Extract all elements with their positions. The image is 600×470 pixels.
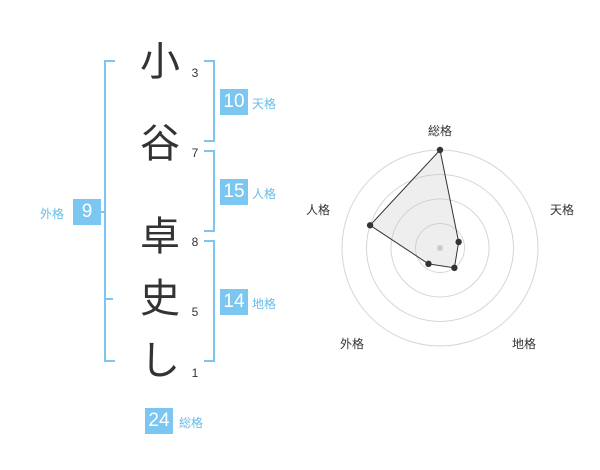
radar-ring-3	[366, 174, 514, 322]
stroke-count-2: 7	[191, 146, 199, 160]
stroke-count-1: 3	[191, 66, 199, 80]
radar-point-1	[436, 146, 444, 154]
gaikaku-bracket	[104, 60, 115, 362]
radar-point-5	[366, 222, 374, 229]
chikaku-label: 地格	[252, 297, 277, 311]
radar-series-polygon	[369, 148, 460, 269]
name-char-5: し	[140, 338, 180, 384]
name-char-2: 谷	[140, 121, 180, 167]
radar-axis-label-jinkaku: 人格	[306, 203, 331, 217]
radar-axis-label-soukaku: 総格	[428, 124, 453, 138]
chikaku-bracket	[204, 240, 215, 362]
gaikaku-label: 外格	[40, 207, 65, 221]
radar-axis-label-gaikaku: 外格	[340, 337, 365, 351]
radar-axis-label-tenkaku: 天格	[550, 203, 575, 217]
stroke-count-4: 5	[191, 305, 199, 319]
radar-point-4	[425, 260, 432, 268]
radar-point-3	[451, 264, 458, 272]
chikaku-badge: 14	[220, 289, 248, 315]
jinkaku-badge: 15	[220, 179, 248, 205]
jinkaku-bracket	[204, 150, 215, 232]
name-char-3: 卓	[140, 214, 180, 260]
tenkaku-label: 天格	[252, 97, 277, 111]
tenkaku-bracket	[204, 60, 215, 142]
radar-chart	[341, 146, 539, 347]
radar-ring-1	[415, 223, 465, 273]
soukaku-label: 総格	[179, 416, 204, 430]
gaikaku-badge: 9	[73, 199, 101, 225]
gaikaku-bracket-mid	[104, 298, 113, 300]
radar-ring-2	[390, 198, 490, 298]
name-char-4: 史	[140, 276, 180, 322]
radar-axis-label-chikaku: 地格	[512, 337, 537, 351]
gaikaku-connector	[101, 211, 105, 213]
name-char-1: 小	[140, 39, 180, 85]
stroke-count-5: 1	[191, 366, 199, 380]
soukaku-badge: 24	[145, 408, 173, 434]
jinkaku-label: 人格	[252, 187, 277, 201]
tenkaku-badge: 10	[220, 89, 248, 115]
radar-center-point	[437, 245, 443, 251]
radar-point-2	[455, 238, 462, 246]
stroke-count-3: 8	[191, 235, 199, 249]
